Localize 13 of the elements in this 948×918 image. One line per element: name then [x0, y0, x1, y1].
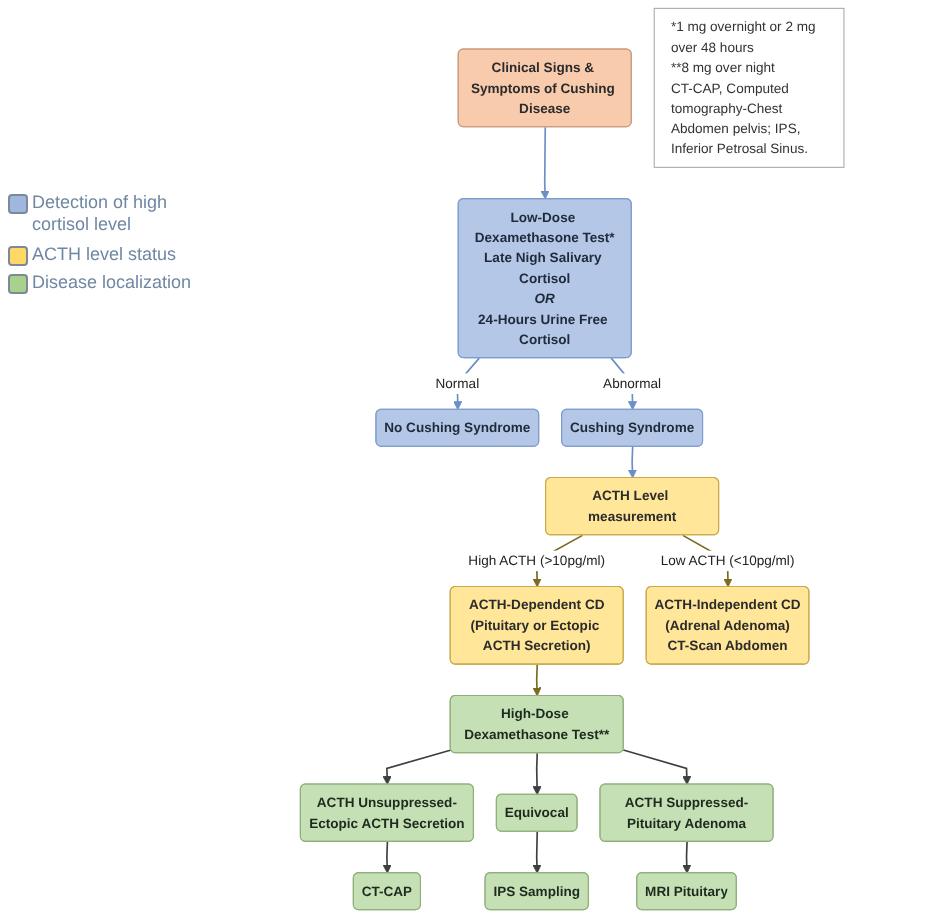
legend-label: Disease localization — [32, 271, 192, 294]
arrow — [540, 126, 550, 200]
legend-label: ACTH level status — [32, 243, 177, 266]
arrow — [622, 749, 692, 785]
arrow — [452, 357, 480, 411]
legend-label: Detection of high cortisol level — [32, 192, 170, 237]
arrow — [532, 752, 542, 796]
arrow — [532, 830, 542, 874]
arrow — [627, 445, 637, 479]
arrow — [532, 663, 542, 697]
arrow — [682, 841, 692, 874]
arrow — [382, 841, 392, 874]
arrow — [382, 749, 452, 785]
